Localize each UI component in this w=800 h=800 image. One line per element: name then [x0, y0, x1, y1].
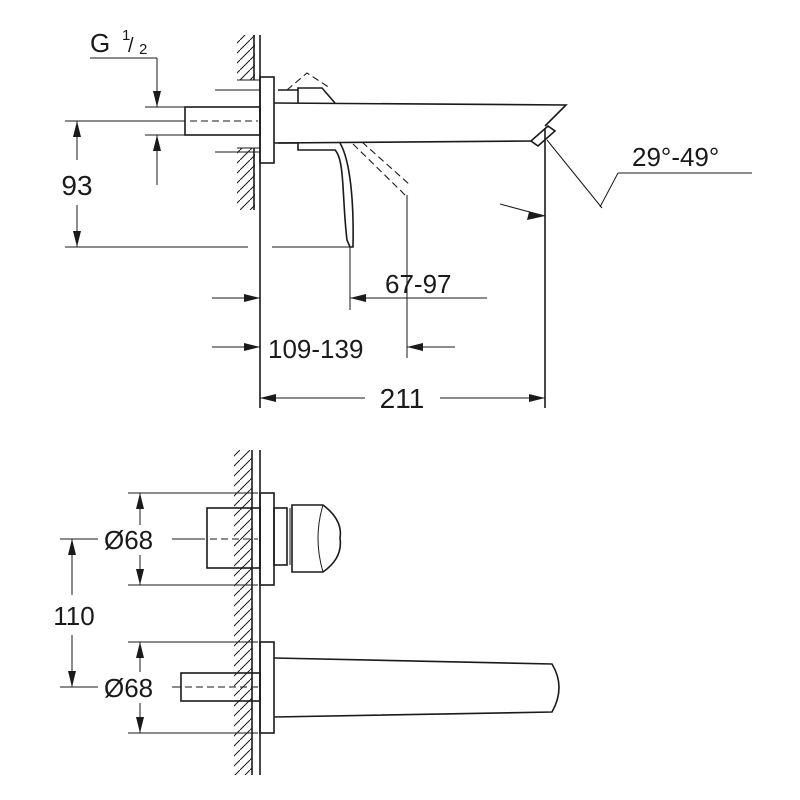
thread-denominator: 2: [139, 41, 147, 58]
thread-numerator: 1: [122, 27, 130, 44]
spout: [273, 102, 568, 148]
thread-label: G: [90, 28, 110, 58]
wall-section: [215, 35, 261, 408]
top-view: Ø68 Ø68 110: [53, 450, 560, 775]
handle-unit: [206, 492, 342, 586]
wall-depth-dimension: 109-139: [212, 334, 455, 364]
spout-diameter-dimension: Ø68: [104, 641, 258, 734]
handle-diameter-label: Ø68: [104, 525, 153, 555]
spout-length-label: 211: [380, 383, 425, 414]
projection-dimension: 67-97: [212, 195, 487, 358]
mixer-handle: [278, 72, 411, 248]
spacing-label: 110: [53, 601, 94, 631]
wall-depth-label: 109-139: [268, 334, 363, 364]
thread-dimension: G 1 / 2: [90, 27, 185, 185]
spout-length-dimension: 211: [260, 128, 546, 414]
angle-label: 29°-49°: [632, 142, 719, 172]
height-dimension: 93: [61, 120, 350, 248]
thread-slash: /: [128, 35, 134, 57]
angle-dimension: 29°-49°: [499, 139, 752, 220]
inlet-pipe: [184, 106, 261, 136]
spout-diameter-label: Ø68: [104, 673, 153, 703]
wall-section-lower: [234, 450, 261, 775]
wall-flange: [259, 76, 275, 164]
projection-label: 67-97: [385, 269, 452, 299]
spacing-dimension: 110: [53, 538, 98, 688]
height-label: 93: [61, 170, 92, 201]
handle-diameter-dimension: Ø68: [104, 492, 258, 586]
side-view: G 1 / 2 93 67-97: [61, 27, 752, 414]
